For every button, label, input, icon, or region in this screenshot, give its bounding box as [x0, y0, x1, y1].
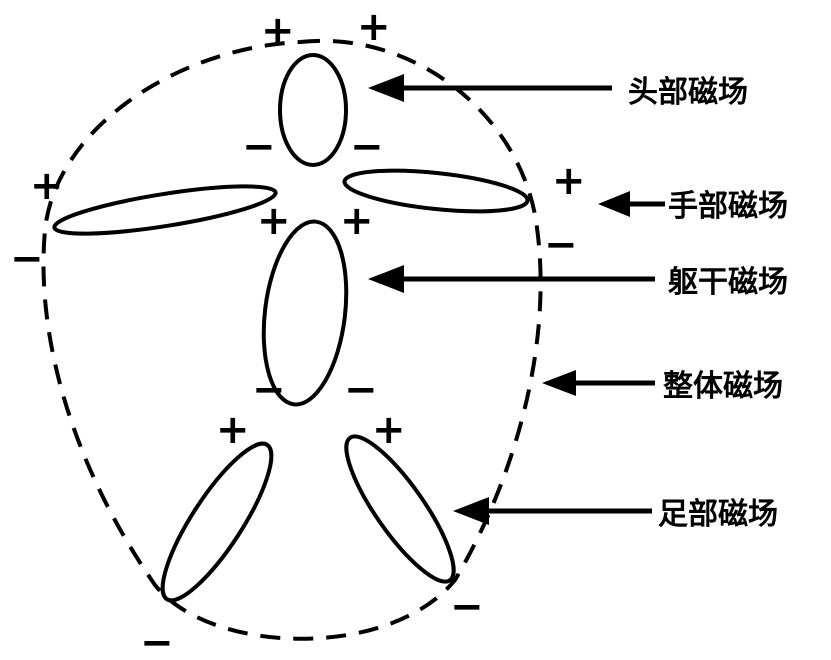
- plus-sign: +: [357, 4, 391, 50]
- whole-field-arrow: [542, 370, 655, 396]
- minus-sign: −: [544, 222, 578, 268]
- head-field-lobe: [278, 53, 348, 167]
- foot-field-arrow: [453, 497, 652, 525]
- plus-sign: +: [372, 407, 406, 453]
- minus-sign: −: [252, 367, 286, 413]
- minus-sign: −: [242, 124, 276, 170]
- minus-sign: −: [450, 584, 484, 630]
- minus-sign: −: [344, 367, 378, 413]
- plus-sign: +: [216, 407, 250, 453]
- torso-field-label: 躯干磁场: [668, 265, 788, 300]
- plus-sign: +: [30, 163, 64, 209]
- plus-sign: +: [340, 198, 374, 244]
- minus-sign: −: [350, 124, 384, 170]
- torso-field-lobe: [261, 219, 349, 407]
- hand-field-label: 手部磁场: [668, 189, 788, 224]
- right-leg-field-lobe: [344, 434, 456, 584]
- right-hand-field-lobe: [342, 168, 530, 214]
- head-field-label: 头部磁场: [628, 75, 748, 110]
- torso-field-arrow: [368, 265, 655, 293]
- left-leg-field-lobe: [160, 441, 274, 603]
- plus-sign: +: [261, 8, 295, 54]
- plus-sign: +: [552, 158, 586, 204]
- whole-body-field-outline: [41, 38, 543, 641]
- foot-field-label: 足部磁场: [658, 497, 778, 532]
- whole-field-label: 整体磁场: [663, 369, 783, 404]
- hand-field-arrow: [598, 191, 665, 217]
- left-hand-field-lobe: [52, 184, 278, 236]
- minus-sign: −: [10, 236, 44, 282]
- minus-sign: −: [140, 620, 174, 660]
- head-field-arrow: [368, 74, 612, 102]
- plus-sign: +: [257, 198, 291, 244]
